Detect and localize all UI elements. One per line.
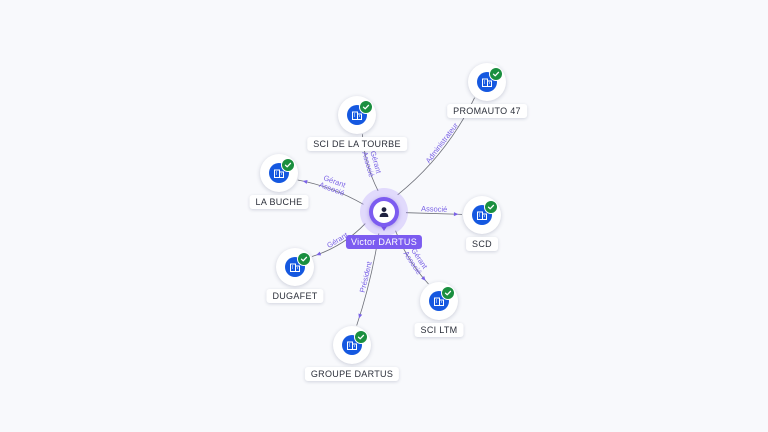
verified-check-icon <box>297 252 311 266</box>
company-name-label[interactable]: SCI DE LA TOURBE <box>307 137 407 151</box>
edge-role-label: Administrateur <box>424 121 461 165</box>
edge-arrow-icon <box>421 276 426 281</box>
person-icon <box>373 201 395 223</box>
verified-check-icon <box>354 330 368 344</box>
verified-check-icon <box>489 67 503 81</box>
company-name-label[interactable]: GROUPE DARTUS <box>304 367 400 381</box>
company-name-label[interactable]: DUGAFET <box>266 289 324 303</box>
edge-role-label: Associé <box>421 204 448 214</box>
company-name-label[interactable]: LA BUCHE <box>249 195 309 209</box>
edge-role-label: Président <box>358 260 374 294</box>
verified-check-icon <box>441 286 455 300</box>
person-name-label[interactable]: Victor DARTUS <box>345 235 423 249</box>
edge-arrow-icon <box>316 251 322 256</box>
edge-scd: Associé <box>405 204 463 217</box>
company-name-label[interactable]: PROMAUTO 47 <box>447 104 527 118</box>
verified-check-icon <box>359 100 373 114</box>
edge-arrow-icon <box>453 212 459 217</box>
company-name-label[interactable]: SCI LTM <box>414 323 464 337</box>
verified-check-icon <box>281 158 295 172</box>
edge-arrow-icon <box>358 313 363 319</box>
edge-arrow-icon <box>302 179 308 184</box>
verified-check-icon <box>484 200 498 214</box>
company-name-label[interactable]: SCD <box>466 237 498 251</box>
